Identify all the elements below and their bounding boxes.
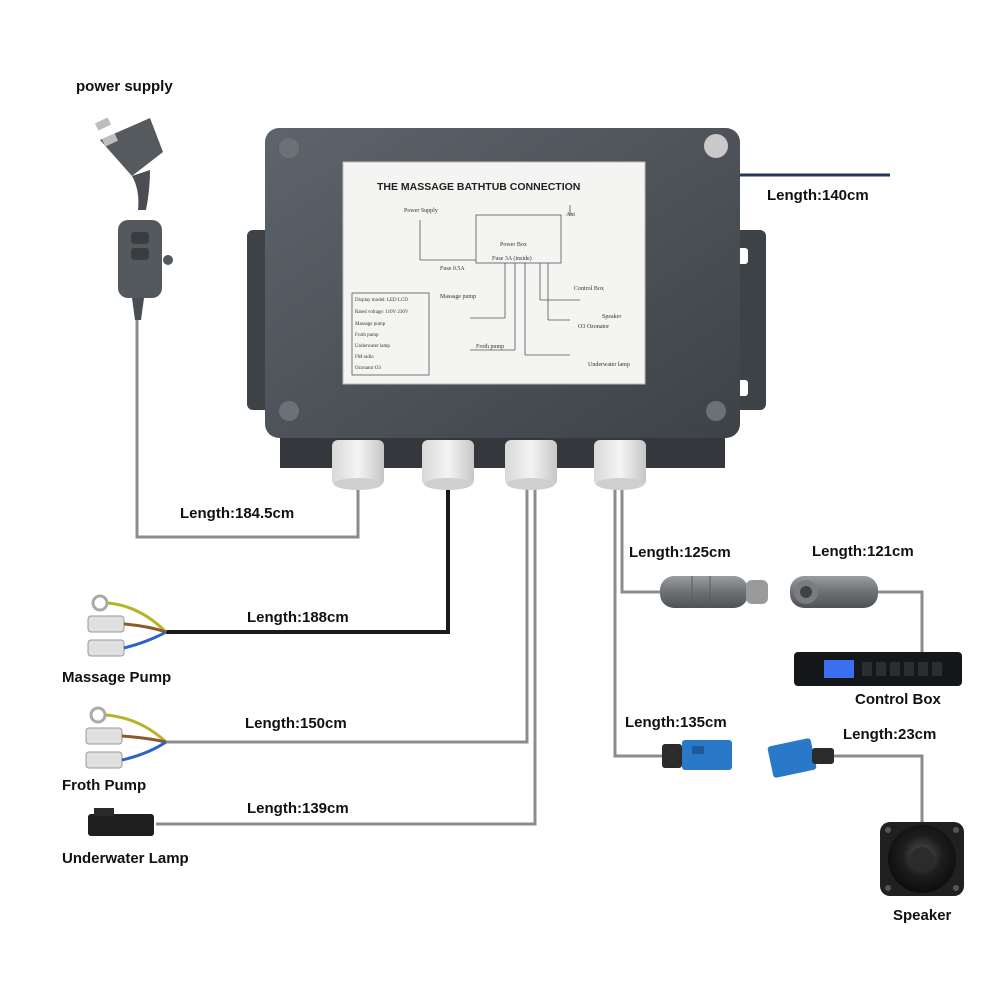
cable-power-supply [135, 318, 360, 539]
panel-legend-1: Rated voltage: 110V 230V [355, 310, 409, 315]
label-length-lamp: Length:139cm [247, 800, 349, 817]
cable-control-b [878, 590, 924, 652]
control-plug-female [790, 576, 878, 608]
label-massage-pump: Massage Pump [62, 669, 172, 686]
panel-speaker: Speaker [602, 314, 621, 320]
label-underwater-lamp: Underwater Lamp [62, 850, 189, 867]
label-length-control-b: Length:121cm [812, 543, 914, 560]
label-length-froth: Length:150cm [245, 715, 347, 732]
speaker-connector-female [767, 738, 834, 778]
control-plug-male [660, 576, 768, 608]
panel-power-box: Power Box [500, 242, 527, 248]
panel-control-box: Control Box [574, 286, 604, 292]
cable-speaker-b [834, 754, 924, 822]
massage-pump-terminals [87, 594, 168, 657]
panel-ozonator: O3 Ozonator [578, 324, 609, 330]
label-speaker: Speaker [893, 907, 952, 924]
panel-legend-2: Massage pump [355, 322, 386, 327]
power-plug [94, 117, 173, 320]
cable-control-a [620, 488, 660, 594]
label-power-supply: power supply [76, 78, 173, 95]
panel-fuse-inside: Fuse 3A (inside) [492, 255, 532, 262]
panel-underwater-lamp: Underwater lamp [588, 362, 630, 368]
cable-froth-pump [166, 488, 529, 744]
label-length-speaker-b: Length:23cm [843, 726, 937, 743]
froth-pump-terminals [85, 706, 168, 769]
cable-gland-4 [594, 440, 646, 490]
cable-speaker-a [613, 488, 662, 758]
label-length-power: Length:184.5cm [180, 505, 295, 522]
main-unit: THE MASSAGE BATHTUB CONNECTION Power Sup… [247, 128, 766, 468]
panel-legend-5: FM radio [355, 355, 374, 360]
cable-gland-1 [332, 440, 384, 490]
cable-underwater-lamp [156, 488, 537, 826]
underwater-lamp-connector [88, 808, 154, 836]
control-box-panel [794, 652, 962, 686]
speaker [880, 822, 964, 896]
panel-legend-0: Display model: LED LCD [355, 298, 408, 303]
panel-legend-3: Froth pump [355, 333, 379, 338]
label-control-box: Control Box [855, 691, 941, 708]
panel-massage-pump: Massage pump [440, 294, 476, 300]
panel-froth-pump: Froth pump [476, 344, 504, 350]
cable-massage-pump [166, 488, 450, 634]
cable-gland-3 [505, 440, 557, 490]
label-length-control-a: Length:125cm [629, 544, 731, 561]
label-length-massage: Length:188cm [247, 609, 349, 626]
panel-fuse-small: Fuse 0.5A [440, 266, 465, 272]
panel-legend-4: Underwater lamp [355, 344, 390, 349]
panel-legend-6: Ozonator O3 [355, 366, 381, 371]
panel-power-supply: Power Supply [404, 208, 438, 214]
label-length-main: Length:140cm [767, 187, 869, 204]
cable-gland-2 [422, 440, 474, 490]
speaker-connector-male [662, 740, 732, 770]
label-length-speaker-a: Length:135cm [625, 714, 727, 731]
label-froth-pump: Froth Pump [62, 777, 147, 794]
panel-title: THE MASSAGE BATHTUB CONNECTION [377, 181, 580, 193]
panel-ant: Ant [566, 212, 575, 218]
